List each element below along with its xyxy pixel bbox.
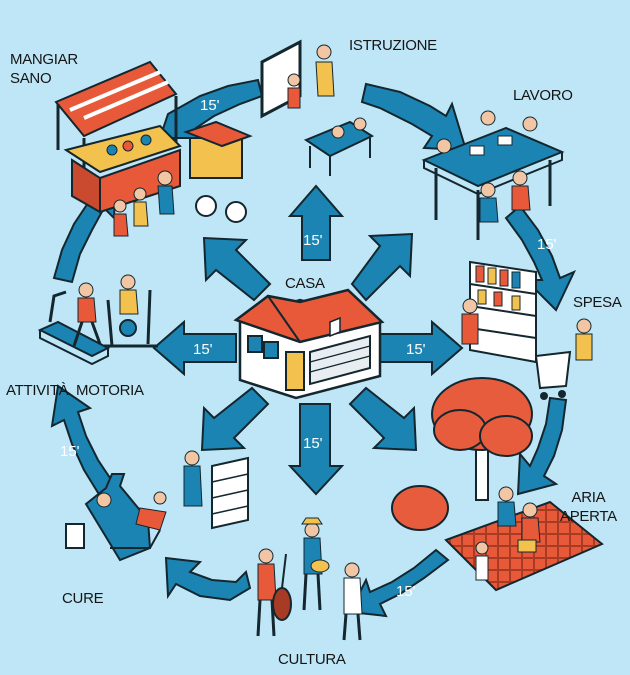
- destination-label-line: LAVORO: [513, 87, 573, 104]
- ring-arrow-cure-attivita: [50, 384, 116, 498]
- house-illustration: [233, 288, 385, 400]
- ring-arrow-spesa-aria: [516, 396, 568, 496]
- destination-label-attivita-motoria: ATTIVITÀ MOTORIA: [6, 381, 144, 400]
- spoke-arrow-right: [379, 319, 464, 377]
- destination-label-line: SANO: [10, 70, 52, 87]
- spoke-arrow-down: [287, 403, 345, 496]
- market-stall-illustration: [54, 60, 253, 237]
- spoke-arrow-up-right: [350, 232, 414, 302]
- destination-label-aria-aperta: ARIA APERTA: [560, 488, 617, 526]
- ring-arrow-mangiar-istruzione: [158, 78, 264, 139]
- destination-label-line: CULTURA: [278, 651, 346, 668]
- grocery-illustration: [461, 260, 593, 400]
- musicians-illustration: [256, 517, 363, 641]
- spoke-arrow-up-left: [202, 236, 272, 302]
- ring-arrow-istruzione-lavoro: [360, 82, 468, 152]
- destination-label-line: ISTRUZIONE: [349, 37, 437, 54]
- travel-time-label: 15': [60, 443, 80, 460]
- destination-label-line: ATTIVITÀ MOTORIA: [6, 382, 144, 399]
- travel-time-label: 15': [406, 341, 426, 358]
- clinic-illustration: [65, 450, 249, 562]
- destination-label-cultura: CULTURA: [278, 650, 346, 669]
- center-label: CASA: [285, 274, 325, 293]
- destination-label-spesa: SPESA: [573, 293, 622, 312]
- destination-label-line: APERTA: [560, 508, 617, 525]
- park-illustration: [391, 377, 604, 592]
- destination-label-istruzione: ISTRUZIONE: [349, 36, 437, 55]
- destination-label-mangiar-sano: MANGIAR SANO: [10, 50, 78, 88]
- gym-illustration: [37, 274, 158, 366]
- travel-time-label: 15': [303, 435, 323, 452]
- ring-arrow-lavoro-spesa: [504, 204, 577, 312]
- spoke-arrow-left: [152, 319, 237, 377]
- destination-label-line: SPESA: [573, 294, 622, 311]
- center-label-text: CASA: [285, 275, 325, 292]
- office-illustration: [421, 110, 565, 240]
- travel-time-label: 15': [303, 232, 323, 249]
- destination-label-line: ARIA: [571, 489, 606, 506]
- spoke-arrow-up: [287, 184, 345, 261]
- destination-label-line: CURE: [62, 590, 104, 607]
- ring-arrow-cultura-cure: [164, 556, 252, 602]
- destination-label-line: MANGIAR: [10, 51, 78, 68]
- destination-label-cure: CURE: [62, 589, 104, 608]
- classroom-illustration: [260, 39, 375, 176]
- travel-time-label: 15': [537, 236, 557, 253]
- travel-time-label: 15': [193, 341, 213, 358]
- spoke-arrow-down-right: [348, 386, 418, 452]
- spoke-arrow-down-left: [200, 386, 270, 452]
- travel-time-label: 15': [200, 97, 220, 114]
- destination-label-lavoro: LAVORO: [513, 86, 573, 105]
- travel-time-label: 15': [396, 583, 416, 600]
